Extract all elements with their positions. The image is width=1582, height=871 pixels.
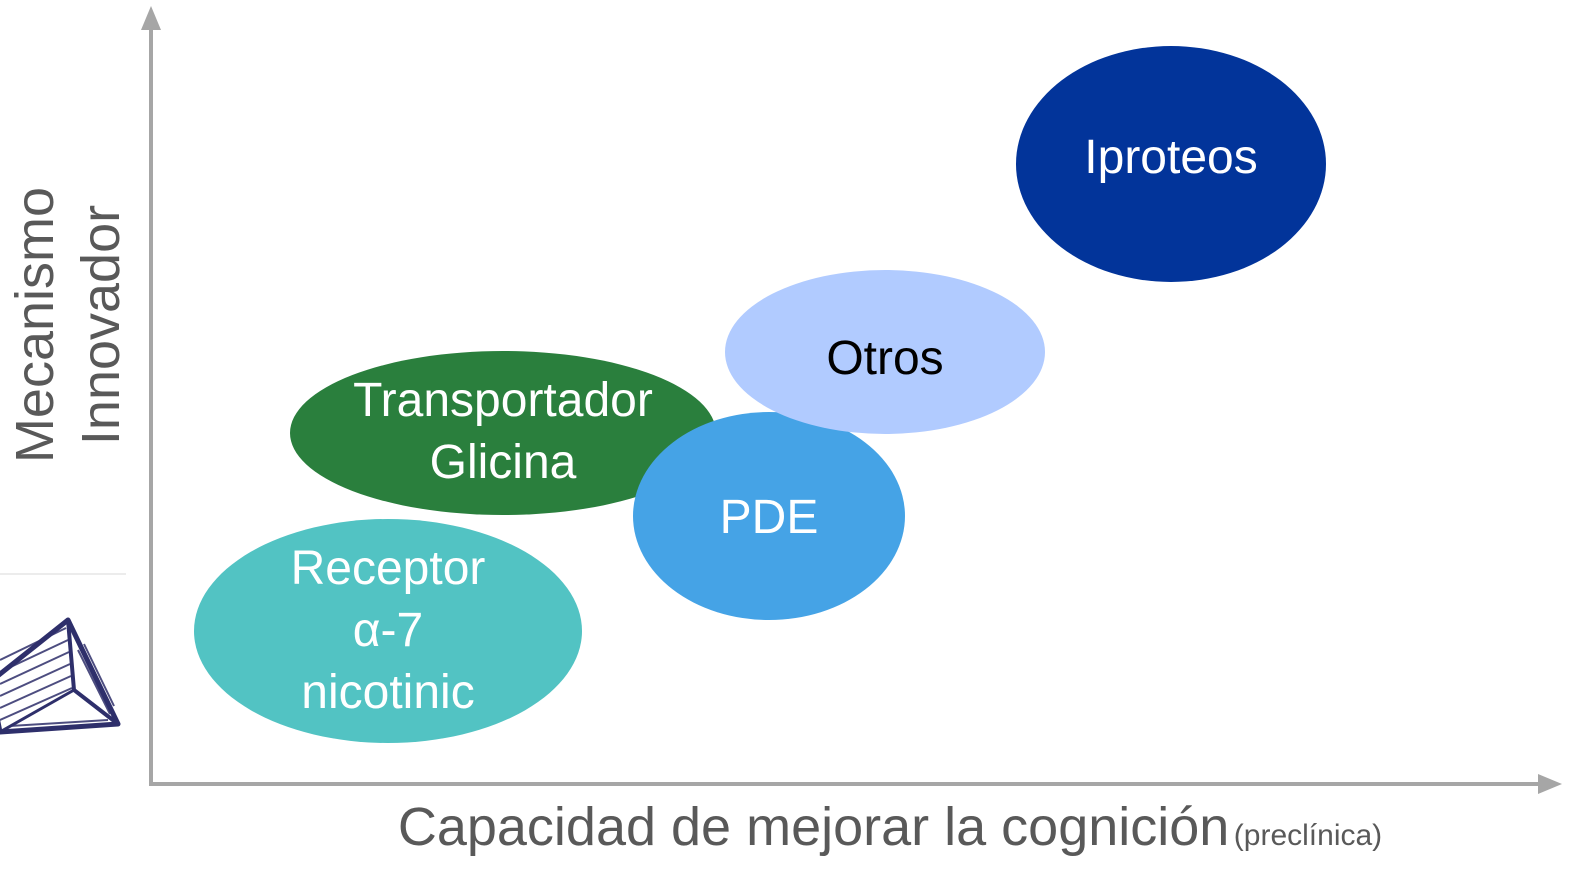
bubble-transportador-shape — [290, 351, 716, 515]
bubble-receptor-shape — [194, 519, 582, 743]
bubble-receptor-label-line-3: nicotinic — [301, 666, 474, 719]
y-axis-label-line2: Innovador — [71, 204, 131, 446]
bubble-otros-shape — [725, 270, 1045, 434]
x-axis-label-main: Capacidad de mejorar la cognición — [397, 797, 1230, 857]
bubble-iproteos-label-line-1: Iproteos — [1084, 131, 1257, 184]
bubble-receptor-label-line-2: α-7 — [353, 604, 423, 657]
bubble-pde: PDE — [633, 412, 905, 620]
x-axis-arrowhead — [1538, 774, 1562, 794]
bubble-otros-label-line-1: Otros — [826, 332, 943, 385]
y-axis — [141, 6, 161, 785]
bubble-iproteos-shape — [1016, 46, 1326, 282]
bubble-transportador-label-line-2: Glicina — [430, 436, 577, 489]
bubble-receptor: Receptor α-7 nicotinic — [194, 519, 582, 743]
bubble-receptor-label-line-1: Receptor — [291, 542, 486, 595]
y-axis-arrowhead — [141, 6, 161, 30]
bubble-transportador-label-line-1: Transportador — [353, 374, 653, 427]
x-axis-label-suffix: (preclínica) — [1233, 819, 1383, 852]
pyramid-logo-icon — [0, 617, 121, 735]
y-axis-label-line1: Mecanismo — [5, 186, 65, 464]
x-axis — [149, 774, 1562, 794]
bubble-otros: Otros — [725, 270, 1045, 434]
bubble-iproteos: Iproteos — [1016, 46, 1326, 282]
bubble-pde-label-line-1: PDE — [720, 491, 819, 544]
x-axis-label: Capacidad de mejorar la cognición (precl… — [300, 796, 1480, 858]
bubble-pde-shape — [633, 412, 905, 620]
